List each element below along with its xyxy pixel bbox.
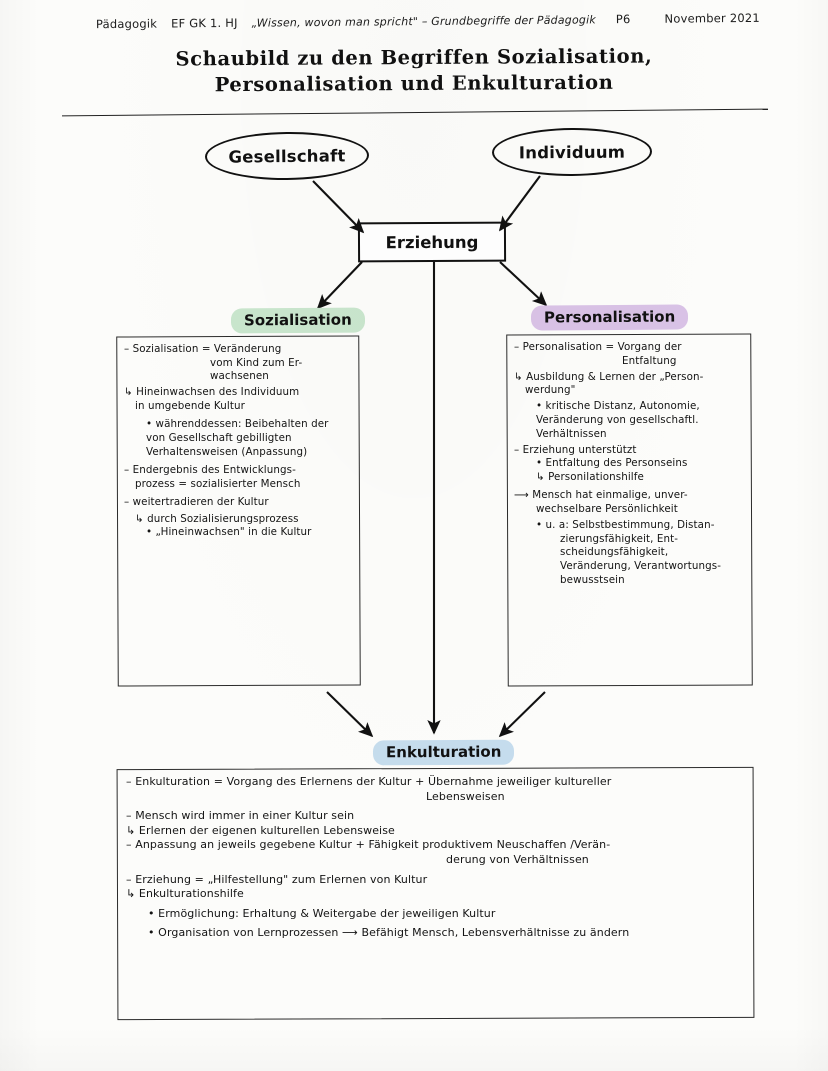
enkulturation-notes: – Enkulturation = Vorgang des Erlernens … xyxy=(126,775,750,941)
list-item: – weitertradieren der Kultur xyxy=(124,496,269,509)
section-label-enkulturation: Enkulturation xyxy=(372,739,515,766)
arrow-sozialisation-enkulturation xyxy=(326,691,374,738)
list-item: • „Hineinwachsen" in die Kultur xyxy=(146,526,312,539)
list-item: – Personalisation = Vorgang der xyxy=(514,341,682,353)
section-label-personalisation: Personalisation xyxy=(530,304,689,331)
list-item: Lebensweisen xyxy=(426,789,505,803)
node-gesellschaft-label: Gesellschaft xyxy=(228,145,346,167)
list-item: zierungsfähigkeit, Ent- xyxy=(560,532,679,545)
title-underline-rule xyxy=(62,108,768,117)
list-item: wachsenen xyxy=(210,370,269,383)
list-item: • kritische Distanz, Autonomie, xyxy=(536,400,700,413)
list-item: ⟶ Mensch hat einmalige, unver- xyxy=(514,489,688,502)
page-title-line1: Schaubild zu den Begriffen Sozialisation… xyxy=(175,44,653,71)
list-item: Veränderung von gesellschaftl. xyxy=(536,413,699,426)
list-item: werdung" xyxy=(525,384,576,397)
list-item: derung von Verhältnissen xyxy=(446,852,589,866)
arrow-personalisation-enkulturation xyxy=(498,691,546,738)
section-label-sozialisation-text: Sozialisation xyxy=(243,310,352,330)
list-item: • u. a: Selbstbestimmung, Distan- xyxy=(536,519,715,532)
list-item: • Ermöglichung: Erhaltung & Weitergabe d… xyxy=(148,906,496,920)
arrow-erziehung-personalisation xyxy=(499,261,548,307)
list-item: • währenddessen: Beibehalten der xyxy=(146,418,329,431)
list-item: vom Kind zum Er- xyxy=(210,356,303,369)
list-item: – Enkulturation = Vorgang des Erlernens … xyxy=(126,775,612,788)
header-course: EF GK 1. HJ xyxy=(171,15,238,31)
list-item: bewusstsein xyxy=(560,573,625,586)
arrow-gesellschaft-erziehung xyxy=(312,180,365,234)
list-item: ↳ Enkulturationshilfe xyxy=(126,887,244,901)
list-item: ↳ Personilationshilfe xyxy=(536,470,644,483)
sozialisation-notes: – Sozialisation = Veränderung vom Kind z… xyxy=(124,343,356,540)
list-item: von Gesellschaft gebilligten xyxy=(146,432,292,445)
section-label-personalisation-text: Personalisation xyxy=(543,307,676,327)
list-item: ↳ durch Sozialisierungsprozess xyxy=(135,512,299,525)
list-item: ↳ Hineinwachsen des Individuum xyxy=(124,386,300,399)
list-item: wechselbare Persönlichkeit xyxy=(536,503,678,516)
list-item: in umgebende Kultur xyxy=(135,399,245,412)
personalisation-notes: – Personalisation = Vorgang der Entfaltu… xyxy=(514,341,750,587)
page-header: Pädagogik EF GK 1. HJ „Wissen, wovon man… xyxy=(95,10,760,32)
node-individuum-label: Individuum xyxy=(518,142,626,162)
arrow-erziehung-sozialisation xyxy=(316,261,363,310)
list-item: ↳ Erlernen der eigenen kulturellen Leben… xyxy=(126,823,395,837)
list-item: scheidungsfähigkeit, xyxy=(560,546,669,559)
node-erziehung: Erziehung xyxy=(357,221,507,263)
header-page-number: P6 xyxy=(615,12,631,27)
list-item: Veränderung, Verantwortungs- xyxy=(560,559,722,572)
page-title: Schaubild zu den Begriffen Sozialisation… xyxy=(0,42,828,99)
list-item: Verhaltensweisen (Anpassung) xyxy=(146,445,308,458)
node-erziehung-label: Erziehung xyxy=(385,232,479,252)
list-item: ↳ Ausbildung & Lernen der „Person- xyxy=(514,370,704,383)
list-item: Entfaltung xyxy=(622,354,677,367)
section-label-sozialisation: Sozialisation xyxy=(230,307,365,334)
section-label-enkulturation-text: Enkulturation xyxy=(385,742,502,762)
header-date: November 2021 xyxy=(664,10,760,26)
list-item: – Anpassung an jeweils gegebene Kultur +… xyxy=(126,838,611,852)
list-item: Verhältnissen xyxy=(536,427,607,440)
list-item: • Entfaltung des Personseins xyxy=(536,457,688,470)
node-gesellschaft: Gesellschaft xyxy=(204,131,370,181)
arrow-individuum-erziehung xyxy=(499,175,541,232)
page-title-line2: Personalisation und Enkulturation xyxy=(214,70,614,97)
list-item: – Erziehung = „Hilfestellung" zum Erlern… xyxy=(126,872,428,886)
header-topic: „Wissen, wovon man spricht" – Grundbegri… xyxy=(251,13,596,30)
list-item: • Organisation von Lernprozessen ⟶ Befäh… xyxy=(148,926,630,940)
node-individuum: Individuum xyxy=(491,127,653,177)
list-item: – Mensch wird immer in einer Kultur sein xyxy=(126,809,355,823)
list-item: prozess = sozialisierter Mensch xyxy=(135,477,301,490)
list-item: – Endergebnis des Entwicklungs- xyxy=(124,464,296,477)
list-item: – Erziehung unterstützt xyxy=(514,443,637,456)
header-subject: Pädagogik xyxy=(95,16,158,32)
list-item: – Sozialisation = Veränderung xyxy=(124,343,282,355)
